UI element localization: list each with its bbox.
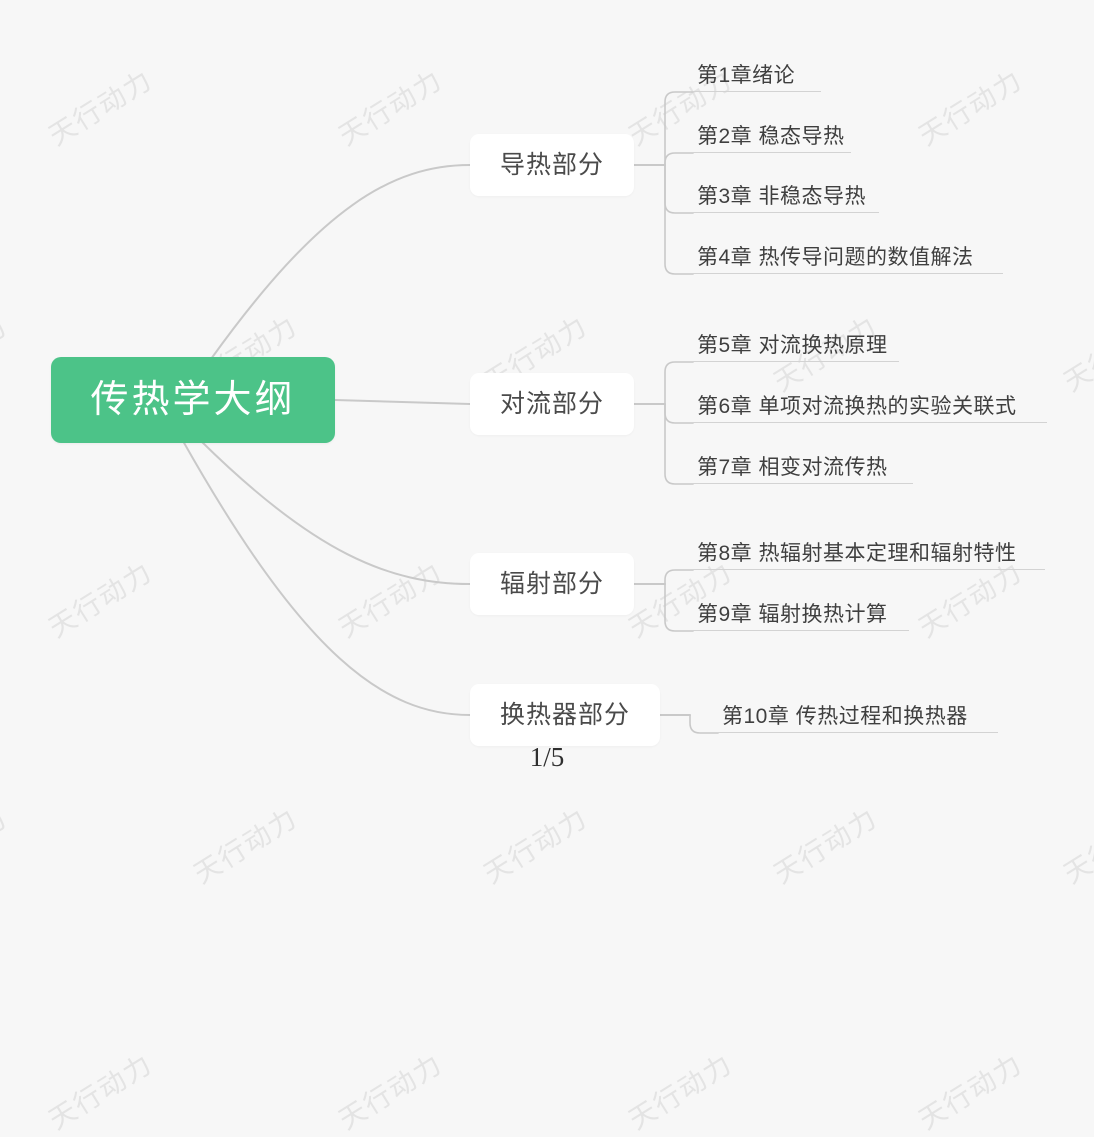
page-indicator: 1/5 [529,742,565,772]
leaf-node-chapter-2[interactable]: 第2章 稳态导热 [693,117,851,153]
leaf-underline [693,630,909,631]
leaf-node-chapter-8[interactable]: 第8章 热辐射基本定理和辐射特性 [693,535,1045,570]
watermark-text: 天行动力 [913,1048,1028,1136]
branch-node-conduction[interactable]: 导热部分 [470,134,634,196]
leaf-node-label: 第9章 辐射换热计算 [697,603,888,626]
branch-node-label: 导热部分 [499,150,604,179]
watermark-text: 天行动力 [188,802,303,890]
watermark-text: 天行动力 [623,1048,738,1136]
leaf-node-label: 第6章 单项对流换热的实验关联式 [697,395,1017,418]
leaf-node-chapter-5[interactable]: 第5章 对流换热原理 [693,327,899,362]
leaf-node-chapter-1[interactable]: 第1章绪论 [693,56,821,92]
watermark-text: 天行动力 [43,1048,158,1136]
branch-node-radiation[interactable]: 辐射部分 [470,553,634,615]
leaf-node-label: 第2章 稳态导热 [697,125,845,148]
watermark-text: 天行动力 [768,802,883,890]
leaf-underline [718,732,998,733]
nodes-layer: 传热学大纲 导热部分 第1章绪论 第2章 稳态导热 第3章 非稳态导热 第4章 … [51,56,1047,746]
leaf-node-chapter-4[interactable]: 第4章 热传导问题的数值解法 [693,238,1003,274]
leaf-underline [693,569,1045,570]
leaf-underline [693,273,1003,274]
leaf-underline [693,483,913,484]
leaf-node-chapter-7[interactable]: 第7章 相变对流传热 [693,449,913,484]
leaf-node-label: 第1章绪论 [697,64,796,87]
branch-node-label: 辐射部分 [499,569,604,598]
leaf-node-label: 第4章 热传导问题的数值解法 [697,246,974,269]
leaf-underline [693,91,821,92]
watermark-text: 天行动力 [333,1048,448,1136]
leaf-node-label: 第10章 传热过程和换热器 [722,705,968,728]
branch-node-label: 换热器部分 [499,700,630,729]
leaf-node-label: 第7章 相变对流传热 [697,456,888,479]
leaf-node-label: 第3章 非稳态导热 [697,185,867,208]
watermark-text: 天行动力 [0,802,13,890]
leaf-underline [693,152,851,153]
branch-node-heat-exchanger[interactable]: 换热器部分 [470,684,660,746]
branch-node-label: 对流部分 [499,389,604,418]
leaf-underline [693,422,1047,423]
leaf-node-label: 第8章 热辐射基本定理和辐射特性 [697,542,1017,565]
watermark-text: 天行动力 [1058,802,1094,890]
leaf-underline [693,361,899,362]
root-node[interactable]: 传热学大纲 [51,357,335,443]
leaf-node-chapter-3[interactable]: 第3章 非稳态导热 [693,177,879,213]
leaf-node-label: 第5章 对流换热原理 [697,334,888,357]
leaf-underline [693,212,879,213]
branch-node-convection[interactable]: 对流部分 [470,373,634,435]
watermark-text: 天行动力 [478,802,593,890]
root-node-label: 传热学大纲 [90,379,296,421]
leaf-node-chapter-9[interactable]: 第9章 辐射换热计算 [693,596,909,631]
leaf-node-chapter-6[interactable]: 第6章 单项对流换热的实验关联式 [693,388,1047,423]
leaf-node-chapter-10[interactable]: 第10章 传热过程和换热器 [718,697,998,733]
